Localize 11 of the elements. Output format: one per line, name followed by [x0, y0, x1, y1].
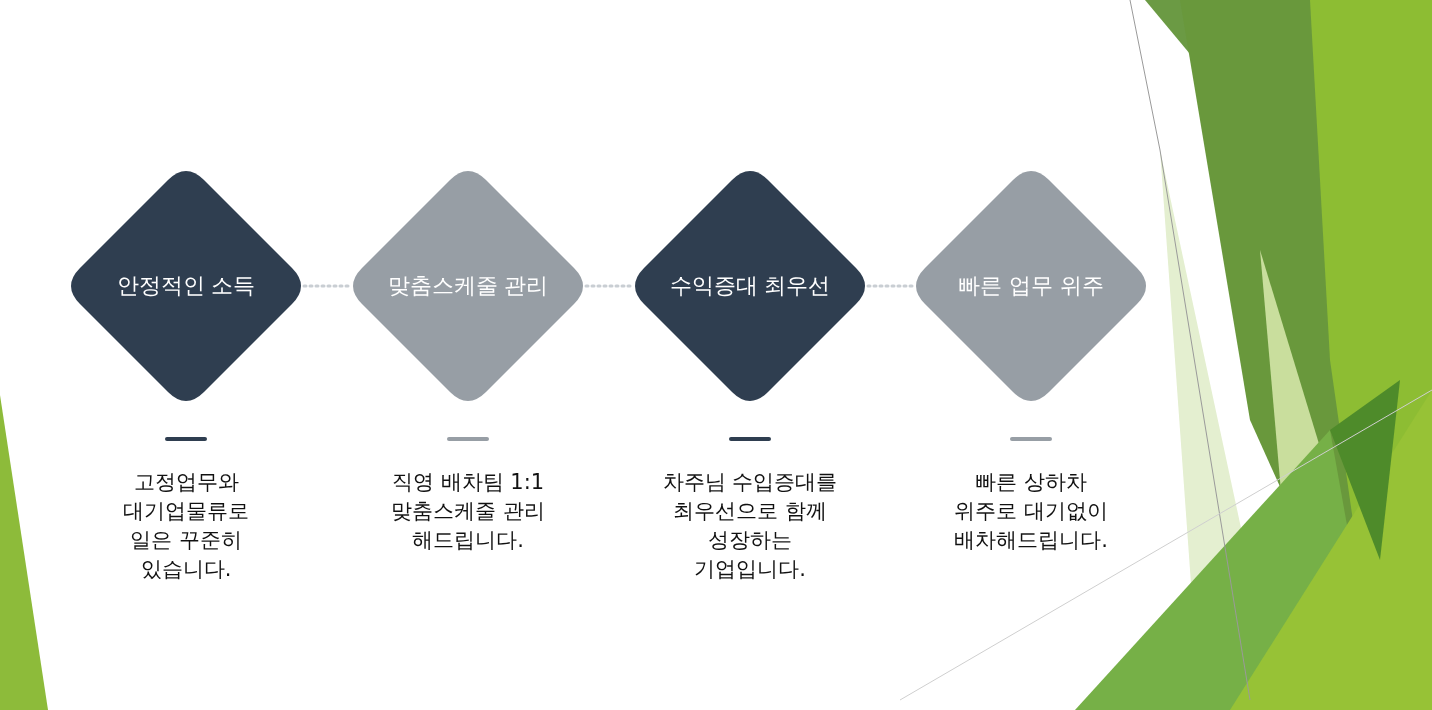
diamond-title: 맞춤스케줄 관리 — [387, 272, 549, 300]
description-text: 고정업무와 대기업물류로 일은 꾸준히 있습니다. — [122, 469, 250, 583]
diamond-title: 안정적인 소득 — [116, 272, 256, 300]
dotted-connector — [302, 284, 352, 288]
description-text: 직영 배차팀 1:1 맞춤스케줄 관리 해드립니다. — [390, 469, 546, 554]
diamond-title: 수익증대 최우선 — [669, 272, 831, 300]
dotted-connector — [866, 284, 915, 288]
description-text: 빠른 상하차 위주로 대기없이 배차해드립니다. — [953, 469, 1109, 554]
diamond-title: 빠른 업무 위주 — [958, 272, 1104, 300]
dotted-connector — [584, 284, 634, 288]
description-text: 차주님 수입증대를 최우선으로 함께 성장하는 기업입니다. — [661, 469, 839, 583]
